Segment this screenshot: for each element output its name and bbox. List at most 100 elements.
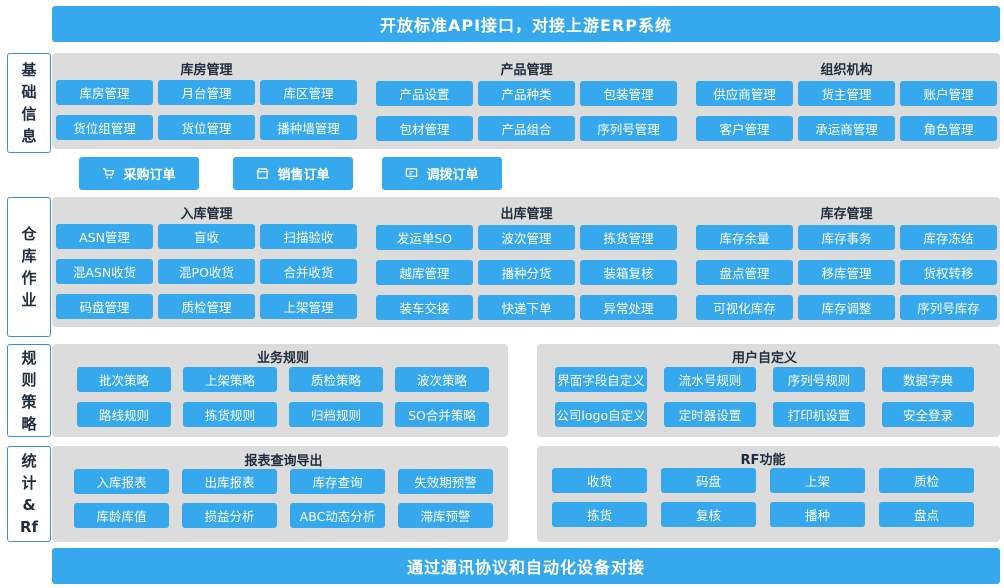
module-button[interactable]: ABC动态分析 xyxy=(290,503,385,528)
module-button[interactable]: 货主管理 xyxy=(798,81,895,106)
module-button[interactable]: 包材管理 xyxy=(376,116,473,141)
module-button[interactable]: 序列号管理 xyxy=(580,116,677,141)
module-button[interactable]: 库存查询 xyxy=(290,469,385,494)
module-button[interactable]: 混ASN收货 xyxy=(56,259,153,284)
side-label-stats: 统计&Rf xyxy=(7,446,51,542)
module-button[interactable]: 供应商管理 xyxy=(696,81,793,106)
module-button[interactable]: 库存调整 xyxy=(798,295,895,320)
module-button[interactable]: 拣货管理 xyxy=(580,225,677,250)
side-label-char: 仓 xyxy=(21,225,37,243)
side-label-char: 策 xyxy=(21,392,37,411)
module-button[interactable]: 货位组管理 xyxy=(56,115,153,140)
module-button[interactable]: 质检策略 xyxy=(289,367,383,392)
module-button[interactable]: 库存余量 xyxy=(696,225,793,250)
module-button[interactable]: 库存事务 xyxy=(798,225,895,250)
module-button[interactable]: 序列号库存 xyxy=(900,295,997,320)
module-button[interactable]: 盘点管理 xyxy=(696,260,793,285)
module-button[interactable]: 路线规则 xyxy=(77,402,171,427)
order-label: 采购订单 xyxy=(123,168,176,183)
module-button[interactable]: 定时器设置 xyxy=(664,402,756,427)
module-button[interactable]: 数据字典 xyxy=(882,367,974,392)
side-label-char: 息 xyxy=(21,127,37,145)
module-button[interactable]: 越库管理 xyxy=(376,260,473,285)
module-button[interactable]: 安全登录 xyxy=(882,402,974,427)
module-button[interactable]: 损益分析 xyxy=(182,503,277,528)
module-button[interactable]: 出库报表 xyxy=(182,469,277,494)
module-button[interactable]: 装箱复核 xyxy=(580,260,677,285)
module-button[interactable]: 滞库预警 xyxy=(398,503,493,528)
module-button[interactable]: 产品组合 xyxy=(478,116,575,141)
module-button[interactable]: 播种墙管理 xyxy=(260,115,357,140)
module-button[interactable]: 失效期预警 xyxy=(398,469,493,494)
side-label-basic: 基础信息 xyxy=(7,53,51,153)
module-button[interactable]: 流水号规则 xyxy=(664,367,756,392)
module-button[interactable]: 复核 xyxy=(661,502,756,527)
side-label-char: 作 xyxy=(21,269,37,287)
module-button[interactable]: 盲收 xyxy=(158,224,255,249)
module-button[interactable]: 库龄库值 xyxy=(74,503,169,528)
module-button[interactable]: 播种分货 xyxy=(478,260,575,285)
module-button[interactable]: 质检管理 xyxy=(158,294,255,319)
module-button[interactable]: 装车交接 xyxy=(376,295,473,320)
module-button[interactable]: 公司logo自定义 xyxy=(555,402,647,427)
module-button[interactable]: SO合并策略 xyxy=(395,402,489,427)
module-button[interactable]: 拣货规则 xyxy=(183,402,277,427)
order-button-1[interactable]: 销售订单 xyxy=(233,157,353,190)
order-label: 销售订单 xyxy=(277,168,330,183)
module-button[interactable]: 盘点 xyxy=(879,502,974,527)
module-button[interactable]: 打印机设置 xyxy=(773,402,865,427)
module-button[interactable]: 库存冻结 xyxy=(900,225,997,250)
module-button[interactable]: 合并收货 xyxy=(260,259,357,284)
module-button[interactable]: 混PO收货 xyxy=(158,259,255,284)
module-button[interactable]: 产品种类 xyxy=(478,81,575,106)
module-button[interactable]: 拣货 xyxy=(552,502,647,527)
module-button[interactable]: 码盘管理 xyxy=(56,294,153,319)
order-button-0[interactable]: 采购订单 xyxy=(79,157,199,190)
module-button[interactable]: 库区管理 xyxy=(260,80,357,105)
group-title: 业务规则 xyxy=(256,351,309,366)
module-button[interactable]: 归档规则 xyxy=(289,402,383,427)
module-button[interactable]: 上架 xyxy=(770,468,865,493)
module-button[interactable]: 月台管理 xyxy=(158,80,255,105)
order-button-2[interactable]: 调拨订单 xyxy=(382,157,502,190)
module-button[interactable]: 上架管理 xyxy=(260,294,357,319)
module-button[interactable]: 扫描验收 xyxy=(260,224,357,249)
module-button[interactable]: 可视化库存 xyxy=(696,295,793,320)
module-button[interactable]: 上架策略 xyxy=(183,367,277,392)
module-button[interactable]: 播种 xyxy=(770,502,865,527)
side-label-warehouse: 仓库作业 xyxy=(7,197,51,337)
group-title: 用户自定义 xyxy=(731,351,797,366)
module-button[interactable]: 码盘 xyxy=(661,468,756,493)
module-button[interactable]: 波次策略 xyxy=(395,367,489,392)
module-button[interactable]: 角色管理 xyxy=(900,116,997,141)
module-button[interactable]: 收货 xyxy=(552,468,647,493)
module-button[interactable]: 序列号规则 xyxy=(773,367,865,392)
module-button[interactable]: ASN管理 xyxy=(56,224,153,249)
module-button[interactable]: 质检 xyxy=(879,468,974,493)
module-button[interactable]: 批次策略 xyxy=(77,367,171,392)
module-button[interactable]: 货位管理 xyxy=(158,115,255,140)
module-button[interactable]: 发运单SO xyxy=(376,225,473,250)
module-button[interactable]: 货权转移 xyxy=(900,260,997,285)
module-button[interactable]: 波次管理 xyxy=(478,225,575,250)
side-label-char: 统 xyxy=(21,452,37,470)
module-button[interactable]: 入库报表 xyxy=(74,469,169,494)
module-button[interactable]: 客户管理 xyxy=(696,116,793,141)
side-label-char: 规 xyxy=(21,348,37,367)
module-button[interactable]: 包装管理 xyxy=(580,81,677,106)
module-button[interactable]: 账户管理 xyxy=(900,81,997,106)
side-label-char: 则 xyxy=(21,370,37,389)
module-button[interactable]: 异常处理 xyxy=(580,295,677,320)
module-button[interactable]: 产品设置 xyxy=(376,81,473,106)
side-label-char: Rf xyxy=(19,518,39,536)
side-label-char: 业 xyxy=(21,291,37,309)
module-button[interactable]: 界面字段自定义 xyxy=(555,367,647,392)
module-button[interactable]: 移库管理 xyxy=(798,260,895,285)
module-button[interactable]: 快递下单 xyxy=(478,295,575,320)
side-label-char: 计 xyxy=(21,474,37,492)
top-banner: 开放标准API接口，对接上游ERP系统 xyxy=(52,6,1000,42)
module-button[interactable]: 承运商管理 xyxy=(798,116,895,141)
group-title: 库房管理 xyxy=(180,63,233,78)
side-label-char: 础 xyxy=(21,83,37,101)
module-button[interactable]: 库房管理 xyxy=(56,80,153,105)
